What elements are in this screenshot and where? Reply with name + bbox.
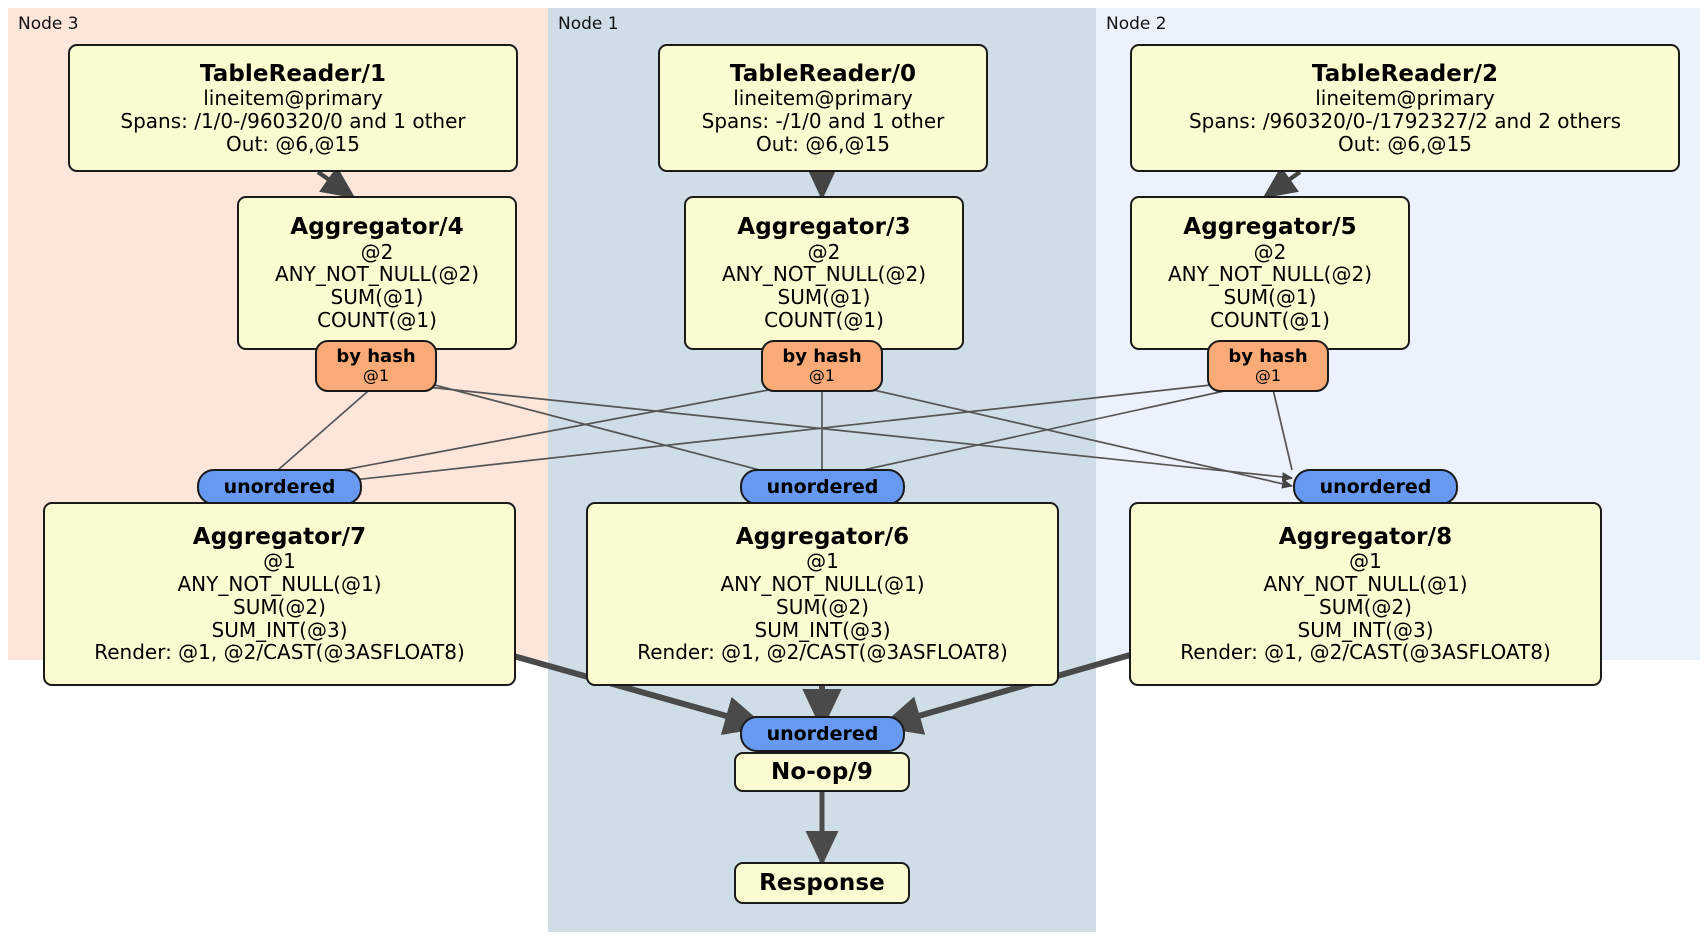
node-title: Aggregator/4 (290, 214, 464, 241)
edge-hashright-unordleft (288, 381, 1239, 491)
node-panel-label: Node 3 (18, 14, 79, 34)
router-kind-label: unordered (766, 722, 879, 745)
node-detail-line: ANY_NOT_NULL(@1) (720, 571, 925, 596)
node-detail-line: SUM_INT(@3) (211, 617, 348, 642)
node-title: TableReader/2 (1311, 60, 1499, 87)
node-detail-line: lineitem@primary (1315, 85, 1495, 110)
node-detail-line: ANY_NOT_NULL(@2) (1168, 262, 1372, 287)
node-box-aggregator8[interactable]: Aggregator/8 @1 ANY_NOT_NULL(@1) SUM(@2)… (1129, 502, 1602, 686)
node-detail-line: lineitem@primary (733, 85, 913, 110)
edge-hashmid-unordright (851, 384, 1293, 489)
node-detail-line: SUM(@2) (1319, 594, 1412, 619)
node-detail-line: @1 (806, 549, 839, 574)
edge-tablereader2-aggregator5 (1262, 166, 1302, 199)
router-pill-by-hash-mid[interactable]: by hash @1 (761, 340, 883, 392)
node-detail-line: Render: @1, @2/CAST(@3ASFLOAT8) (94, 640, 465, 665)
node-detail-line: Spans: /1/0-/960320/0 and 1 other (120, 108, 466, 133)
router-pill-by-hash-right[interactable]: by hash @1 (1207, 340, 1329, 392)
node-detail-line: COUNT(@1) (764, 307, 884, 332)
edge-hashleft-unordright (407, 384, 1294, 482)
node-detail-line: Render: @1, @2/CAST(@3ASFLOAT8) (637, 640, 1008, 665)
node-detail-line: Spans: /960320/0-/1792327/2 and 2 others (1188, 108, 1621, 133)
node-detail-line: COUNT(@1) (1210, 307, 1330, 332)
node-detail-line: Spans: -/1/0 and 1 other (701, 108, 945, 133)
node-detail-line: Render: @1, @2/CAST(@3ASFLOAT8) (1180, 640, 1551, 665)
node-box-tablereader0[interactable]: TableReader/0 lineitem@primary Spans: -/… (658, 44, 988, 172)
node-box-tablereader1[interactable]: TableReader/1 lineitem@primary Spans: /1… (68, 44, 518, 172)
node-detail-line: ANY_NOT_NULL(@2) (722, 262, 926, 287)
router-kind-label: unordered (223, 475, 336, 498)
node-title: TableReader/1 (199, 60, 387, 87)
router-pill-unordered-final[interactable]: unordered (740, 716, 905, 752)
node-detail-line: SUM(@2) (233, 594, 326, 619)
node-detail-line: ANY_NOT_NULL(@1) (1263, 571, 1468, 596)
router-kind-label: unordered (766, 475, 879, 498)
node-detail-line: @1 (263, 549, 296, 574)
node-detail-line: COUNT(@1) (317, 307, 437, 332)
router-column-label: @1 (808, 366, 836, 386)
node-title: Aggregator/3 (737, 214, 911, 241)
router-pill-unordered-left[interactable]: unordered (197, 469, 362, 505)
node-detail-line: @1 (1349, 549, 1382, 574)
node-detail-line: SUM_INT(@3) (754, 617, 891, 642)
edge-tablereader1-aggregator4 (316, 166, 356, 199)
node-panel-label: Node 1 (558, 14, 619, 34)
router-kind-label: by hash (1228, 346, 1308, 368)
router-kind-label: by hash (336, 346, 416, 368)
node-box-response[interactable]: Response (734, 862, 910, 904)
node-box-aggregator4[interactable]: Aggregator/4 @2 ANY_NOT_NULL(@2) SUM(@1)… (237, 196, 517, 350)
node-title: No-op/9 (771, 758, 873, 785)
edge-aggregator8-unordfinal (879, 652, 1131, 735)
node-detail-line: @2 (360, 239, 394, 264)
node-box-aggregator7[interactable]: Aggregator/7 @1 ANY_NOT_NULL(@1) SUM(@2)… (43, 502, 516, 686)
node-detail-line: Out: @6,@15 (756, 131, 890, 156)
router-pill-unordered-mid[interactable]: unordered (740, 469, 905, 505)
node-detail-line: Out: @6,@15 (226, 131, 360, 156)
node-title: Aggregator/5 (1183, 214, 1357, 241)
node-detail-line: @2 (807, 239, 841, 264)
node-title: TableReader/0 (729, 60, 917, 87)
edge-hashright-unordright (1271, 384, 1293, 471)
node-box-tablereader2[interactable]: TableReader/2 lineitem@primary Spans: /9… (1130, 44, 1680, 172)
node-detail-line: ANY_NOT_NULL(@1) (177, 571, 382, 596)
node-detail-line: lineitem@primary (203, 85, 383, 110)
edge-hashleft-unordmid (407, 377, 791, 481)
node-title: Aggregator/7 (192, 523, 367, 550)
node-detail-line: SUM_INT(@3) (1297, 617, 1434, 642)
node-title: Aggregator/8 (1278, 523, 1453, 550)
node-title: Response (759, 869, 885, 896)
node-panel-label: Node 2 (1106, 14, 1167, 34)
node-box-aggregator3[interactable]: Aggregator/3 @2 ANY_NOT_NULL(@2) SUM(@1)… (684, 196, 964, 350)
router-pill-unordered-right[interactable]: unordered (1293, 469, 1458, 505)
router-kind-label: by hash (782, 346, 862, 368)
node-box-aggregator5[interactable]: Aggregator/5 @2 ANY_NOT_NULL(@2) SUM(@1)… (1130, 196, 1410, 350)
node-detail-line: SUM(@1) (1223, 285, 1317, 310)
edge-aggregator7-unordfinal (509, 652, 767, 735)
node-title: Aggregator/6 (735, 523, 910, 550)
node-detail-line: @2 (1253, 239, 1287, 264)
node-detail-line: SUM(@1) (777, 285, 871, 310)
node-detail-line: Out: @6,@15 (1338, 131, 1472, 156)
node-detail-line: SUM(@2) (776, 594, 869, 619)
node-detail-line: ANY_NOT_NULL(@2) (275, 262, 479, 287)
router-column-label: @1 (362, 366, 390, 386)
edge-hashleft-unordleft (277, 384, 376, 471)
router-kind-label: unordered (1319, 475, 1432, 498)
router-pill-by-hash-left[interactable]: by hash @1 (315, 340, 437, 392)
edge-hashmid-unordleft (288, 384, 796, 484)
node-box-aggregator6[interactable]: Aggregator/6 @1 ANY_NOT_NULL(@1) SUM(@2)… (586, 502, 1059, 686)
router-column-label: @1 (1254, 366, 1282, 386)
node-box-noop9[interactable]: No-op/9 (734, 752, 910, 792)
node-detail-line: SUM(@1) (330, 285, 424, 310)
